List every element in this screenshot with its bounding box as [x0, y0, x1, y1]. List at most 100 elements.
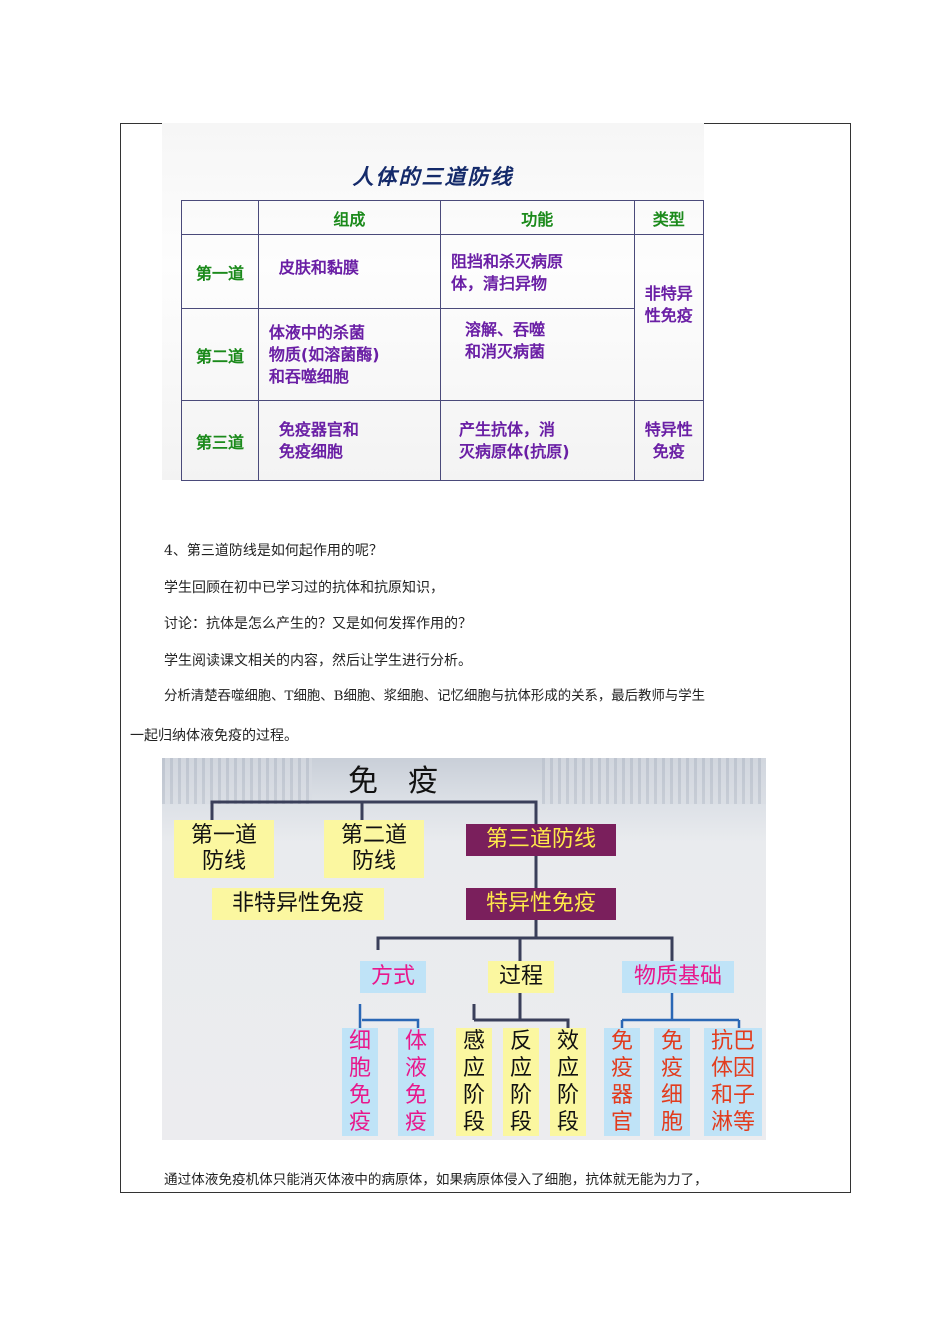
cell-line: 免疫 — [652, 441, 685, 461]
cell-line: 阻挡和杀灭病原 — [450, 252, 563, 271]
process-node: 过程 — [488, 961, 554, 993]
leaf-antibodies: 抗巴 体因 和子 淋等 — [704, 1028, 762, 1136]
cell-line: 溶解、吞噬 — [464, 320, 545, 339]
header-empty — [181, 200, 259, 235]
function-cell: 产生抗体，消 灭病原体(抗原) — [439, 400, 635, 481]
immunity-tree-slide: 免 疫 第一道 防线 第二道 防线 第三道防线 非特异性免疫 特异性免疫 方式 … — [162, 758, 766, 1140]
leaf-effect-stage: 效 应 阶 段 — [550, 1028, 586, 1136]
defense-table: 组成 功能 类型 第一道 皮肤和黏膜 阻挡和杀灭病原 体，清扫异物 非特异 性免… — [181, 200, 705, 481]
cell-line: 体液中的杀菌 — [268, 322, 365, 342]
paragraph: 4、第三道防线是如何起作用的呢？ — [164, 543, 383, 559]
tree-lines — [210, 800, 741, 1028]
composition-cell: 免疫器官和 免疫细胞 — [257, 400, 441, 481]
leaf-char: 疫 — [348, 1110, 371, 1135]
cell-line: 免疫细胞 — [278, 441, 343, 461]
leaf-sensing-stage: 感 应 阶 段 — [456, 1028, 492, 1136]
type-cell: 非特异 性免疫 — [633, 234, 705, 401]
leaf-char: 疫 — [660, 1056, 683, 1081]
function-cell: 阻挡和杀灭病原 体，清扫异物 — [439, 234, 635, 309]
material-basis-node: 物质基础 — [622, 961, 734, 993]
row-label: 第三道 — [181, 400, 259, 481]
leaf-char: 胞 — [348, 1056, 371, 1081]
leaf-char: 免 — [660, 1029, 683, 1054]
page-frame-bottom — [120, 1192, 851, 1193]
paragraph: 分析清楚吞噬细胞、T细胞、B细胞、浆细胞、记忆细胞与抗体形成的关系，最后教师与学… — [164, 689, 706, 704]
leaf-char: 段 — [509, 1110, 532, 1135]
cell-line: 和消灭病菌 — [464, 342, 545, 361]
leaf-char: 体 — [404, 1029, 427, 1054]
leaf-char: 免 — [404, 1083, 427, 1108]
table-header-row: 组成 功能 类型 — [181, 200, 705, 235]
leaf-char: 应 — [556, 1056, 579, 1081]
node-line: 第一道 — [190, 823, 257, 848]
leaf-char: 疫 — [610, 1056, 633, 1081]
mode-node: 方式 — [360, 961, 426, 993]
leaf-char: 段 — [556, 1110, 579, 1135]
leaf-char: 官 — [610, 1110, 633, 1135]
leaf-char: 抗巴 — [710, 1029, 755, 1054]
cell-line: 灭病原体(抗原) — [458, 441, 570, 461]
leaf-char: 液 — [404, 1056, 427, 1081]
leaf-cell-immunity: 细 胞 免 疫 — [342, 1028, 378, 1136]
table-row: 第一道 皮肤和黏膜 阻挡和杀灭病原 体，清扫异物 非特异 性免疫 — [181, 234, 705, 401]
node-line: 防线 — [201, 849, 246, 874]
leaf-char: 反 — [509, 1029, 532, 1054]
leaf-char: 免 — [348, 1083, 371, 1108]
paragraph: 学生回顾在初中已学习过的抗体和抗原知识， — [164, 580, 444, 596]
table-row: 第三道 免疫器官和 免疫细胞 产生抗体，消 灭病原体(抗原) 特异性 免疫 — [181, 400, 705, 481]
specific-immunity-node: 特异性免疫 — [466, 888, 616, 920]
cell-line: 产生抗体，消 — [458, 419, 555, 439]
type-cell: 特异性 免疫 — [633, 400, 705, 481]
leaf-char: 阶 — [556, 1083, 579, 1108]
leaf-char: 细 — [348, 1029, 371, 1054]
root-immunity: 免 疫 — [348, 764, 438, 799]
header-composition: 组成 — [257, 200, 441, 235]
paragraph: 学生阅读课文相关的内容，然后让学生进行分析。 — [164, 653, 472, 669]
leaf-char: 和子 — [710, 1083, 755, 1108]
leaf-immune-cells: 免 疫 细 胞 — [654, 1028, 690, 1136]
node-line: 防线 — [351, 849, 396, 874]
leaf-reaction-stage: 反 应 阶 段 — [503, 1028, 539, 1136]
cell-line: 性免疫 — [644, 306, 693, 325]
nonspecific-immunity-node: 非特异性免疫 — [212, 888, 384, 920]
third-line-node: 第三道防线 — [466, 824, 616, 856]
leaf-char: 淋等 — [710, 1110, 755, 1135]
leaf-immune-organs: 免 疫 器 官 — [604, 1028, 640, 1136]
leaf-char: 应 — [462, 1056, 485, 1081]
leaf-char: 细 — [660, 1083, 683, 1108]
paragraph: 讨论：抗体是怎么产生的？又是如何发挥作用的？ — [164, 616, 472, 632]
leaf-char: 体因 — [710, 1056, 755, 1081]
header-function: 功能 — [439, 200, 635, 235]
leaf-char: 器 — [610, 1083, 633, 1108]
slide-title: 人体的三道防线 — [352, 165, 514, 189]
leaf-char: 段 — [462, 1110, 485, 1135]
header-type: 类型 — [633, 200, 705, 235]
leaf-char: 应 — [509, 1056, 532, 1081]
leaf-char: 疫 — [404, 1110, 427, 1135]
leaf-char: 效 — [556, 1029, 579, 1054]
leaf-char: 感 — [462, 1029, 485, 1054]
cell-line: 和吞噬细胞 — [268, 366, 349, 386]
row-label: 第二道 — [181, 308, 259, 401]
cell-line: 特异性 — [644, 419, 693, 439]
defense-table-slide: 人体的三道防线 组成 功能 类型 第一道 皮肤和黏膜 阻挡和杀灭病原 体，清扫异… — [162, 123, 705, 481]
second-line-node: 第二道 防线 — [324, 820, 424, 878]
cell-line: 皮肤和黏膜 — [278, 258, 359, 277]
cell-line: 免疫器官和 — [278, 419, 359, 439]
leaf-char: 胞 — [660, 1110, 683, 1135]
cell-line: 体，清扫异物 — [450, 274, 547, 293]
paragraph: 一起归纳体液免疫的过程。 — [130, 728, 298, 744]
function-cell: 溶解、吞噬 和消灭病菌 — [439, 308, 635, 401]
leaf-char: 阶 — [462, 1083, 485, 1108]
leaf-char: 免 — [610, 1029, 633, 1054]
cell-line: 非特异 — [644, 284, 693, 303]
leaf-humoral-immunity: 体 液 免 疫 — [398, 1028, 434, 1136]
leaf-char: 阶 — [509, 1083, 532, 1108]
first-line-node: 第一道 防线 — [174, 820, 274, 878]
paragraph: 通过体液免疫机体只能消灭体液中的病原体，如果病原体侵入了细胞，抗体就无能为力了， — [164, 1172, 708, 1188]
decoration — [162, 758, 312, 804]
cell-line: 物质(如溶菌酶) — [268, 344, 380, 364]
composition-cell: 皮肤和黏膜 — [257, 234, 441, 309]
composition-cell: 体液中的杀菌 物质(如溶菌酶) 和吞噬细胞 — [257, 308, 441, 401]
decoration — [542, 758, 766, 804]
